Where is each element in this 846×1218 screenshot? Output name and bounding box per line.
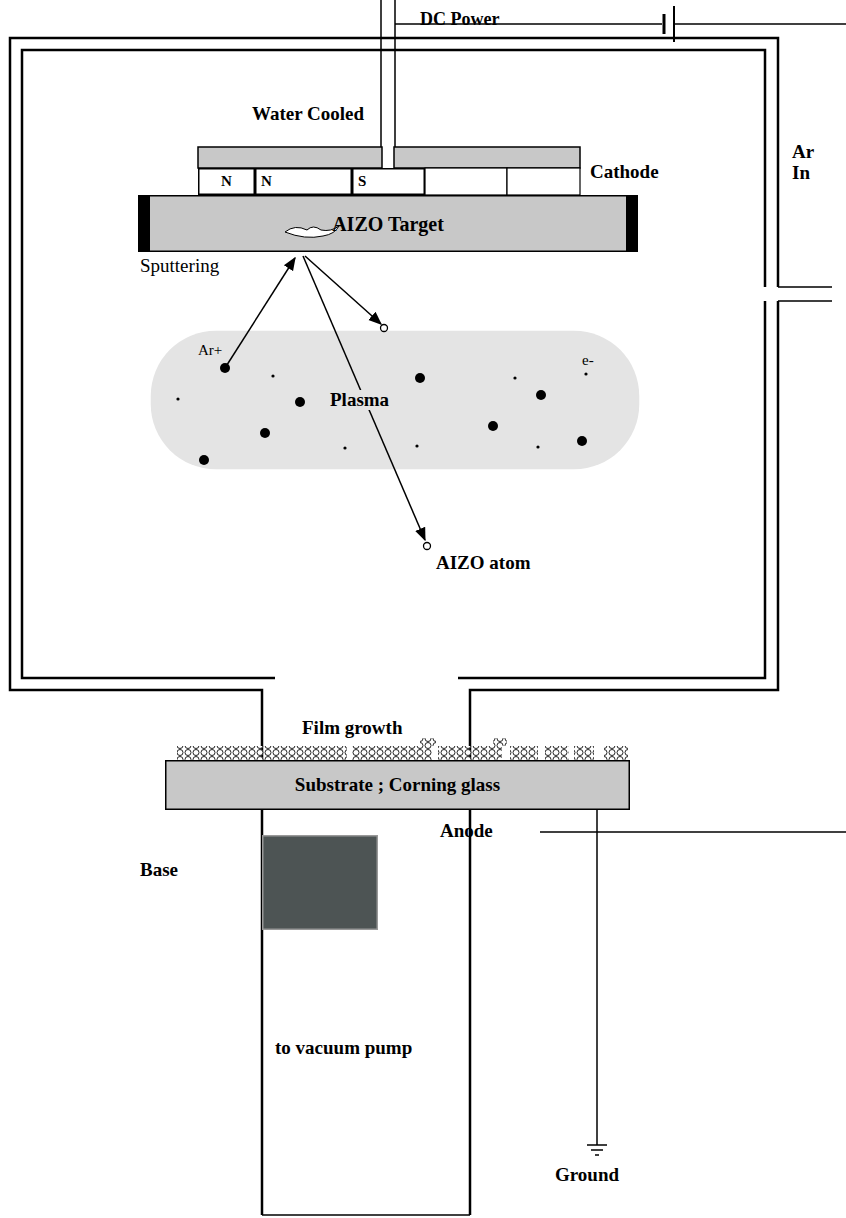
magnet-pole: S [352, 168, 425, 195]
magnet-pole: N [198, 168, 255, 195]
process-label: Film growth [302, 718, 402, 739]
ion-label: Ar+ [198, 342, 222, 359]
substrate: Substrate ; Corning glass [165, 760, 630, 810]
node-label: N [221, 173, 232, 190]
anode-block-outline [262, 835, 378, 930]
pump-label: to vacuum pump [275, 1038, 412, 1059]
part-label: Water Cooled [252, 104, 364, 125]
particle-label: AIZO atom [436, 553, 530, 574]
node-label: Plasma [328, 390, 391, 411]
node-label: AIZO Target [332, 213, 444, 235]
node-label: N [261, 173, 272, 190]
part-label: Base [140, 860, 178, 881]
node-label: Anode [440, 821, 493, 842]
magnet-pole: N [255, 168, 352, 195]
node-label: Substrate ; Corning glass [295, 775, 500, 796]
process-label: Sputtering [140, 256, 219, 277]
electron-label: e- [582, 352, 594, 369]
anode-block: Anode [262, 835, 378, 930]
power-label: DC Power [420, 10, 499, 30]
node-label: S [358, 173, 366, 190]
plasma-region-outline [150, 330, 640, 470]
sputter-target: AIZO Target [138, 195, 638, 252]
part-label: Cathode [590, 162, 659, 183]
ground-label: Ground [555, 1165, 619, 1186]
gas-inlet-label: Ar In [792, 142, 824, 184]
plasma-region: Plasma [150, 330, 640, 470]
